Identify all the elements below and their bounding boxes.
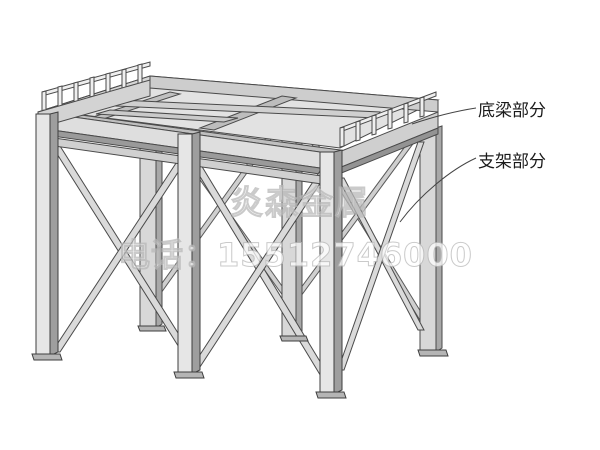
label-support-section: 支架部分 [478,152,546,172]
base-plates [31,325,449,399]
front-columns [35,111,343,395]
callout-leaders [399,107,477,223]
right-railing [339,91,437,148]
watermark-phone: 电话：15512746000 [118,236,473,275]
leader-base [411,107,477,125]
top-deck [37,61,440,177]
front-bracing [51,141,425,379]
label-base-section: 底梁部分 [478,101,546,121]
watermark-company: 炎森金属 [230,183,370,223]
leader-support [399,157,477,223]
